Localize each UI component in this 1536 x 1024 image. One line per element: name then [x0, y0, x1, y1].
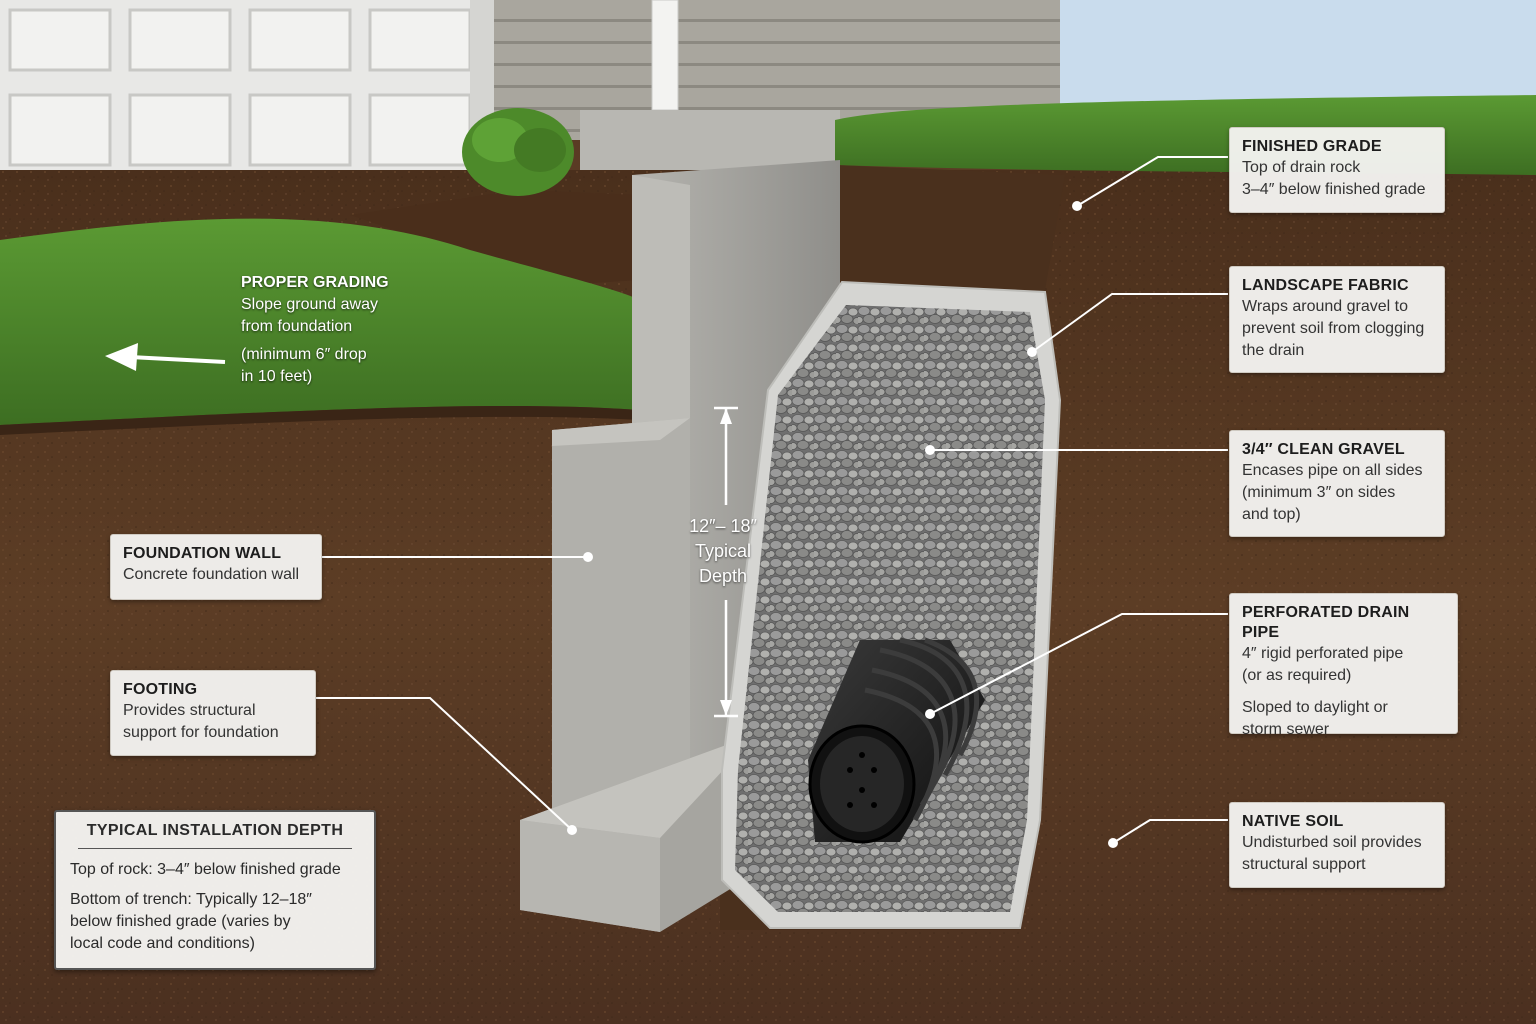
- drain-pipe-line-1: 4″ rigid perforated pipe: [1242, 645, 1404, 662]
- footing-title: FOOTING: [123, 681, 198, 698]
- drain-pipe-line-3: Sloped to daylight or: [1242, 699, 1388, 716]
- clean-gravel-line-1: Encases pipe on all sides: [1242, 462, 1423, 479]
- sky: [1040, 0, 1536, 110]
- perforated-drain-pipe: [808, 637, 985, 844]
- finished-grade-label: FINISHED GRADE Top of drain rock 3–4″ be…: [1229, 127, 1445, 213]
- finished-grade-line-1: Top of drain rock: [1242, 159, 1361, 176]
- clean-gravel-label: 3/4″ CLEAN GRAVEL Encases pipe on all si…: [1229, 430, 1445, 537]
- native-soil-label: NATIVE SOIL Undisturbed soil provides st…: [1229, 802, 1445, 888]
- downspout: [651, 0, 679, 111]
- finished-grade-line-2: 3–4″ below finished grade: [1242, 181, 1426, 198]
- foundation-wall-title: FOUNDATION WALL: [123, 545, 282, 562]
- footing-dot: [567, 825, 577, 835]
- installation-depth-line-1: Top of rock: 3–4″ below finished grade: [70, 861, 341, 878]
- footing-line-1: Provides structural: [123, 702, 256, 719]
- native-soil-line-1: Undisturbed soil provides: [1242, 834, 1422, 851]
- landscape-fabric-line-1: Wraps around gravel to: [1242, 298, 1409, 315]
- footing-line-2: support for foundation: [123, 724, 279, 741]
- typical-depth-word-1: Typical: [694, 541, 752, 561]
- proper-grading-title: PROPER GRADING: [241, 274, 389, 291]
- foundation-wall-line-1: Concrete foundation wall: [123, 566, 300, 583]
- typical-depth-range: 12″– 18″: [689, 516, 757, 536]
- landscape-fabric-dot: [1027, 347, 1037, 357]
- proper-grading-line-1: Slope ground away: [241, 296, 378, 313]
- depth-dimension-marker: [714, 406, 738, 718]
- typical-depth-label: 12″– 18″ Typical Depth: [668, 514, 778, 589]
- drain-pipe-label: PERFORATED DRAIN PIPE 4″ rigid perforate…: [1229, 593, 1458, 738]
- clean-gravel-line-3: and top): [1242, 506, 1301, 523]
- drain-pipe-line-4: storm sewer: [1242, 721, 1330, 738]
- native-soil-title: NATIVE SOIL: [1242, 813, 1344, 830]
- landscape-fabric-line-3: the drain: [1242, 342, 1305, 359]
- installation-depth-line-4: local code and conditions): [70, 935, 256, 952]
- typical-depth-word-2: Depth: [698, 566, 748, 586]
- drain-pipe-line-2: (or as required): [1242, 667, 1352, 684]
- finished-grade-dot: [1072, 201, 1082, 211]
- proper-grading-line-3: (minimum 6″ drop: [241, 346, 367, 363]
- native-soil-line-2: structural support: [1242, 856, 1366, 873]
- finished-grade-title: FINISHED GRADE: [1242, 138, 1382, 155]
- mulch-bed: [350, 190, 640, 285]
- house-sill: [580, 110, 840, 170]
- installation-depth-line-2: Bottom of trench: Typically 12–18″: [70, 891, 312, 908]
- installation-depth-title: TYPICAL INSTALLATION DEPTH: [78, 822, 352, 849]
- grading-arrow: [105, 343, 226, 371]
- landscape-fabric-label: LANDSCAPE FABRIC Wraps around gravel to …: [1229, 266, 1445, 373]
- installation-depth-line-3: below finished grade (varies by: [70, 913, 291, 930]
- proper-grading-note: PROPER GRADING Slope ground away from fo…: [241, 272, 389, 388]
- drain-pipe-title: PERFORATED DRAIN PIPE: [1242, 604, 1410, 641]
- leader-lines: [316, 156, 1228, 844]
- installation-depth-box: TYPICAL INSTALLATION DEPTH Top of rock: …: [54, 810, 376, 970]
- foundation-wall-label: FOUNDATION WALL Concrete foundation wall: [110, 534, 322, 600]
- left-lawn: [0, 218, 640, 425]
- drain-pipe-dot: [925, 709, 935, 719]
- landscape-fabric-title: LANDSCAPE FABRIC: [1242, 277, 1409, 294]
- proper-grading-line-2: from foundation: [241, 318, 353, 335]
- clean-gravel-dot: [925, 445, 935, 455]
- landscape-fabric-line-2: prevent soil from clogging: [1242, 320, 1425, 337]
- clean-gravel-line-2: (minimum 3″ on sides: [1242, 484, 1396, 501]
- native-soil-dot: [1108, 838, 1118, 848]
- foundation-wall-lower: [552, 418, 690, 835]
- proper-grading-line-4: in 10 feet): [241, 368, 313, 385]
- clean-gravel-title: 3/4″ CLEAN GRAVEL: [1242, 441, 1405, 458]
- foundation-wall-dot: [583, 552, 593, 562]
- footing-label: FOOTING Provides structural support for …: [110, 670, 316, 756]
